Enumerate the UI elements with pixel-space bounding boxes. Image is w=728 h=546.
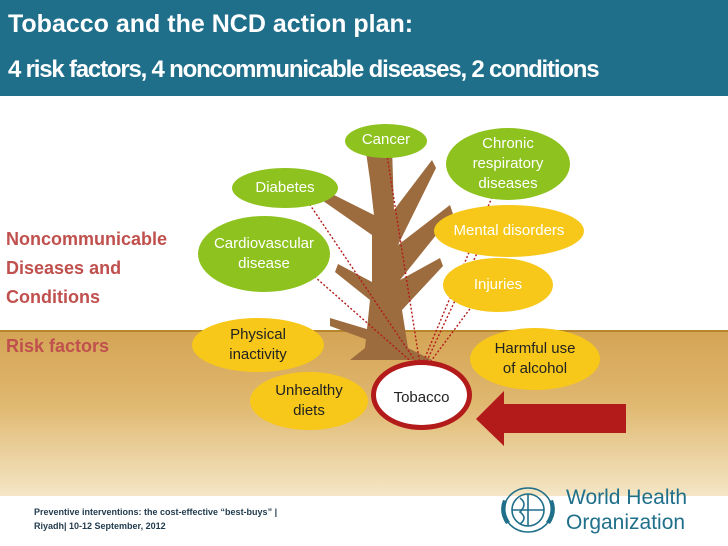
disease-cardiovascular: Cardiovascular disease: [198, 216, 330, 292]
footer-caption: Preventive interventions: the cost-effec…: [34, 505, 277, 533]
ncd-section-label: Noncommunicable Diseases and Conditions: [6, 229, 168, 307]
who-wordmark: World Health Organization: [566, 485, 687, 535]
disease-label: Diabetes: [255, 179, 315, 196]
footer-line-1: Preventive interventions: the cost-effec…: [34, 507, 278, 517]
risk-harmful-alcohol: Harmful use of alcohol: [470, 328, 600, 390]
disease-chronic-respiratory: Chronic respiratory diseases: [446, 128, 570, 200]
disease-mental-disorders: Mental disorders: [434, 205, 584, 257]
risk-tobacco-highlight: [371, 360, 472, 430]
who-wordmark-line-2: Organization: [566, 511, 686, 534]
risk-label: Unhealthy diets: [275, 382, 343, 419]
footer-line-2: Riyadh| 10-12 September, 2012: [34, 521, 166, 531]
risk-tobacco: Tobacco: [376, 378, 467, 418]
disease-diabetes: Diabetes: [232, 168, 338, 208]
disease-label: Cancer: [361, 131, 411, 148]
slide-title: Tobacco and the NCD action plan:: [8, 10, 414, 38]
who-wordmark-line-1: World Health: [566, 486, 687, 509]
risk-physical-inactivity: Physical inactivity: [192, 318, 324, 372]
condition-injuries: Injuries: [443, 258, 553, 312]
risk-label: Tobacco: [393, 389, 450, 406]
disease-label: Injuries: [473, 276, 523, 293]
disease-label: Cardiovascular disease: [213, 235, 315, 272]
tobacco-arrow: [476, 391, 626, 446]
risk-unhealthy-diets: Unhealthy diets: [250, 372, 368, 430]
title-bar: Tobacco and the NCD action plan: 4 risk …: [0, 0, 728, 96]
risk-factors-label: Risk factors: [6, 336, 110, 356]
slide-subtitle: 4 risk factors, 4 noncommunicable diseas…: [8, 56, 600, 83]
risk-label: Harmful use of alcohol: [494, 340, 576, 377]
tree-trunk: [316, 145, 453, 360]
disease-label: Mental disorders: [453, 222, 565, 239]
risk-label: Physical inactivity: [229, 326, 287, 363]
disease-cancer: Cancer: [345, 124, 427, 158]
disease-label: Chronic respiratory diseases: [472, 135, 544, 192]
